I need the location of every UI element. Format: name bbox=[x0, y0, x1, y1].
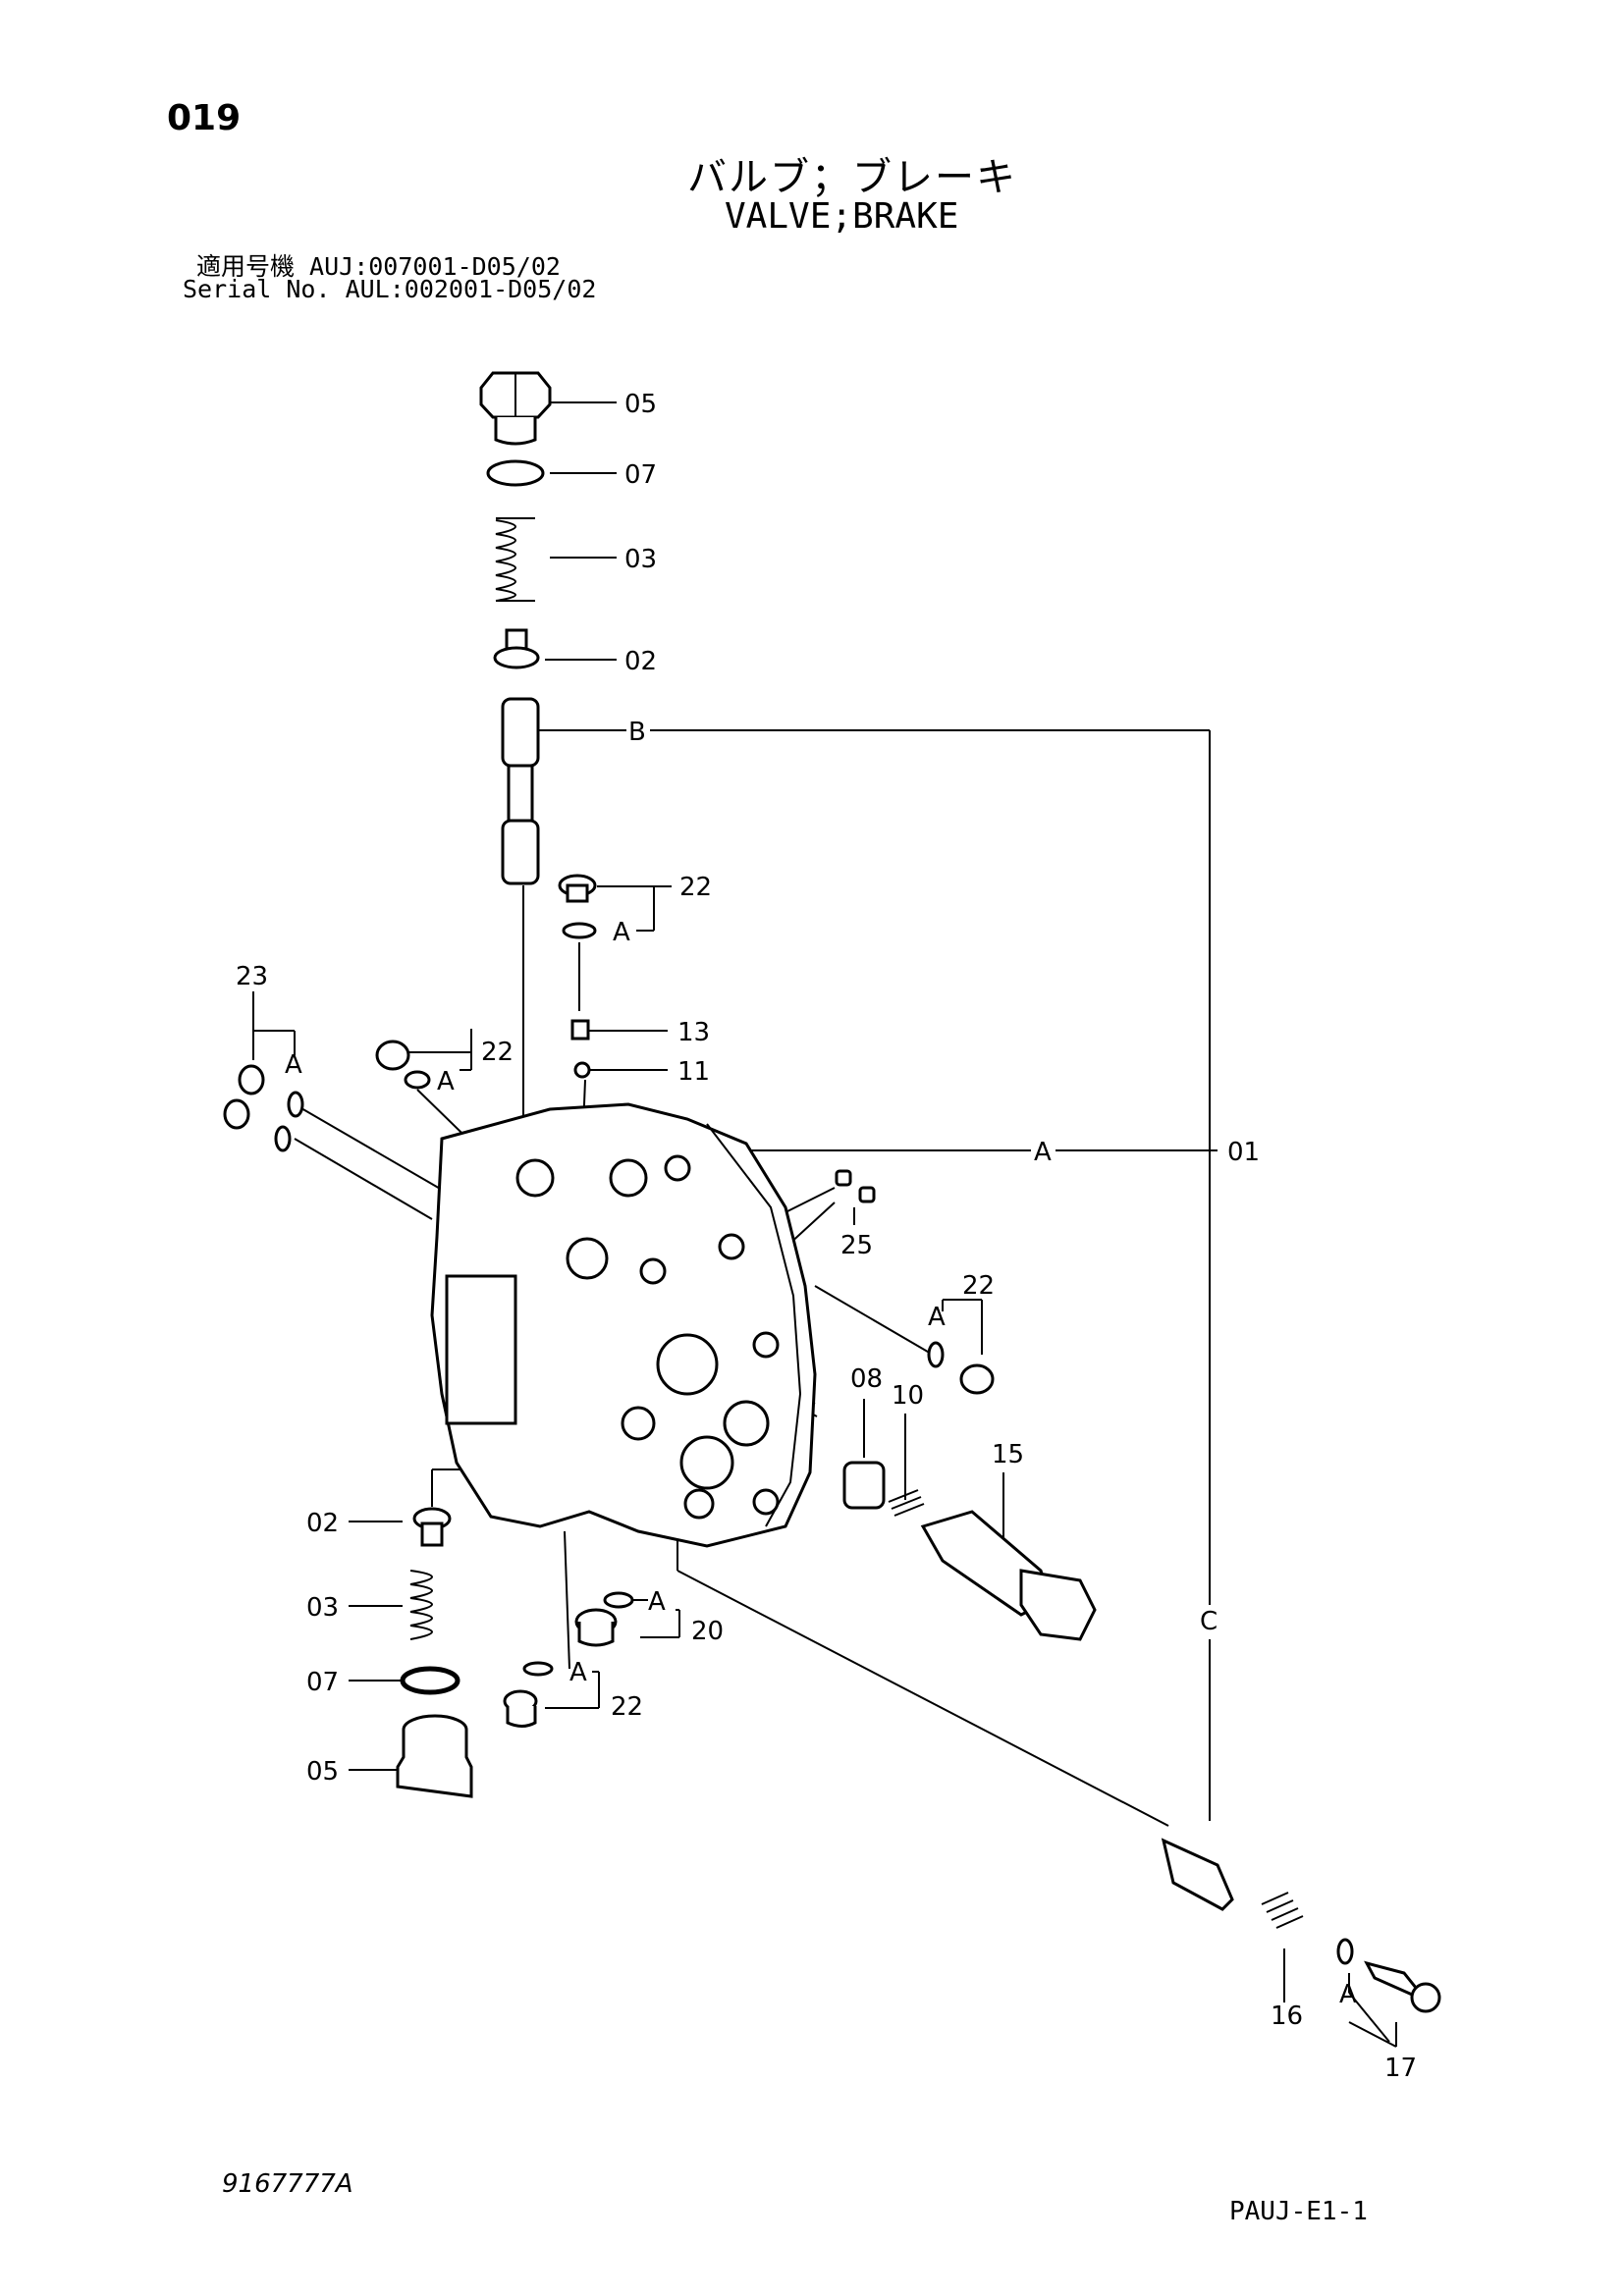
o-ring-07-top bbox=[486, 459, 545, 487]
ref-a: A bbox=[437, 1067, 455, 1096]
ref-a: A bbox=[569, 1658, 587, 1687]
sleeve-08 bbox=[842, 1461, 886, 1510]
orifice-13 bbox=[570, 1019, 590, 1041]
callout-15: 15 bbox=[992, 1440, 1024, 1469]
spool-c bbox=[1161, 1838, 1234, 1911]
callout-05: 05 bbox=[624, 390, 657, 419]
callout-22: 22 bbox=[962, 1271, 995, 1301]
callout-25: 25 bbox=[840, 1231, 873, 1260]
ref-a: A bbox=[285, 1050, 302, 1080]
title-japanese: バルブ；ブレーキ bbox=[687, 155, 1017, 200]
o-ring-a-left bbox=[404, 1070, 431, 1090]
serial-applicable-models: 適用号機 AUJ:007001-D05/02 bbox=[196, 252, 561, 281]
relief-valve-15 bbox=[920, 1510, 1097, 1641]
o-ring-a-bottom bbox=[522, 1661, 554, 1677]
callout-22: 22 bbox=[611, 1692, 643, 1722]
poppet-02-top bbox=[493, 628, 540, 669]
callout-20: 20 bbox=[691, 1617, 724, 1646]
title-english: VALVE;BRAKE bbox=[725, 196, 959, 237]
callout-02: 02 bbox=[306, 1509, 339, 1538]
ref-a: A bbox=[613, 918, 630, 947]
callout-02: 02 bbox=[624, 647, 657, 676]
page-code: PAUJ-E1-1 bbox=[1229, 2197, 1368, 2226]
callout-03: 03 bbox=[624, 545, 657, 574]
plug-25 bbox=[835, 1169, 876, 1203]
callout-07: 07 bbox=[624, 460, 657, 490]
ref-a: A bbox=[928, 1303, 946, 1332]
callout-01: 01 bbox=[1227, 1138, 1260, 1167]
plug-22-left bbox=[375, 1040, 410, 1071]
poppet-02-bottom bbox=[412, 1507, 452, 1547]
callout-03: 03 bbox=[306, 1593, 339, 1623]
callout-22: 22 bbox=[481, 1038, 514, 1067]
plug-17 bbox=[1364, 1960, 1441, 2013]
o-ring-a-right bbox=[927, 1341, 945, 1368]
callout-05: 05 bbox=[306, 1757, 339, 1787]
serial-number: Serial No. AUL:002001-D05/02 bbox=[183, 275, 597, 303]
callout-22: 22 bbox=[679, 873, 712, 902]
plug-22-right bbox=[959, 1363, 995, 1395]
callout-11: 11 bbox=[677, 1057, 710, 1087]
ref-a: A bbox=[648, 1587, 666, 1617]
plug-22-top bbox=[558, 874, 597, 903]
callout-16: 16 bbox=[1271, 2002, 1303, 2031]
callout-23: 23 bbox=[236, 962, 268, 991]
plug-05-top bbox=[479, 371, 552, 446]
o-ring-07-bottom bbox=[400, 1666, 460, 1695]
o-ring-a-23 bbox=[274, 1091, 304, 1152]
spool-b bbox=[501, 697, 540, 885]
ref-c: C bbox=[1200, 1607, 1218, 1636]
spring-16 bbox=[1261, 1892, 1304, 1929]
ref-b: B bbox=[628, 718, 646, 747]
spring-03-bottom bbox=[409, 1570, 433, 1640]
ball-11 bbox=[573, 1061, 591, 1079]
o-ring-a-16 bbox=[1336, 1938, 1354, 1965]
callout-labels: 05 07 03 02 B 22 A 13 11 22 A 23 A A 01 … bbox=[236, 390, 1417, 2083]
valve-body-01 bbox=[430, 1102, 817, 1548]
drawing-code: 9167777A bbox=[222, 2169, 353, 2199]
plug-23 bbox=[223, 1064, 265, 1130]
plug-05-bottom bbox=[396, 1714, 473, 1798]
spring-10 bbox=[888, 1489, 925, 1517]
callout-10: 10 bbox=[892, 1381, 924, 1411]
spring-03-top bbox=[495, 517, 535, 602]
ref-a: A bbox=[1034, 1138, 1052, 1167]
plug-22-bottom bbox=[503, 1689, 538, 1728]
o-ring-a-top bbox=[562, 922, 597, 939]
plug-20 bbox=[574, 1591, 634, 1647]
page-number: 019 bbox=[167, 98, 242, 138]
ref-a: A bbox=[1339, 1980, 1357, 2009]
callout-07: 07 bbox=[306, 1668, 339, 1697]
callout-08: 08 bbox=[850, 1364, 883, 1394]
callout-13: 13 bbox=[677, 1018, 710, 1047]
callout-17: 17 bbox=[1384, 2054, 1417, 2083]
leader-lines bbox=[252, 401, 1397, 2048]
